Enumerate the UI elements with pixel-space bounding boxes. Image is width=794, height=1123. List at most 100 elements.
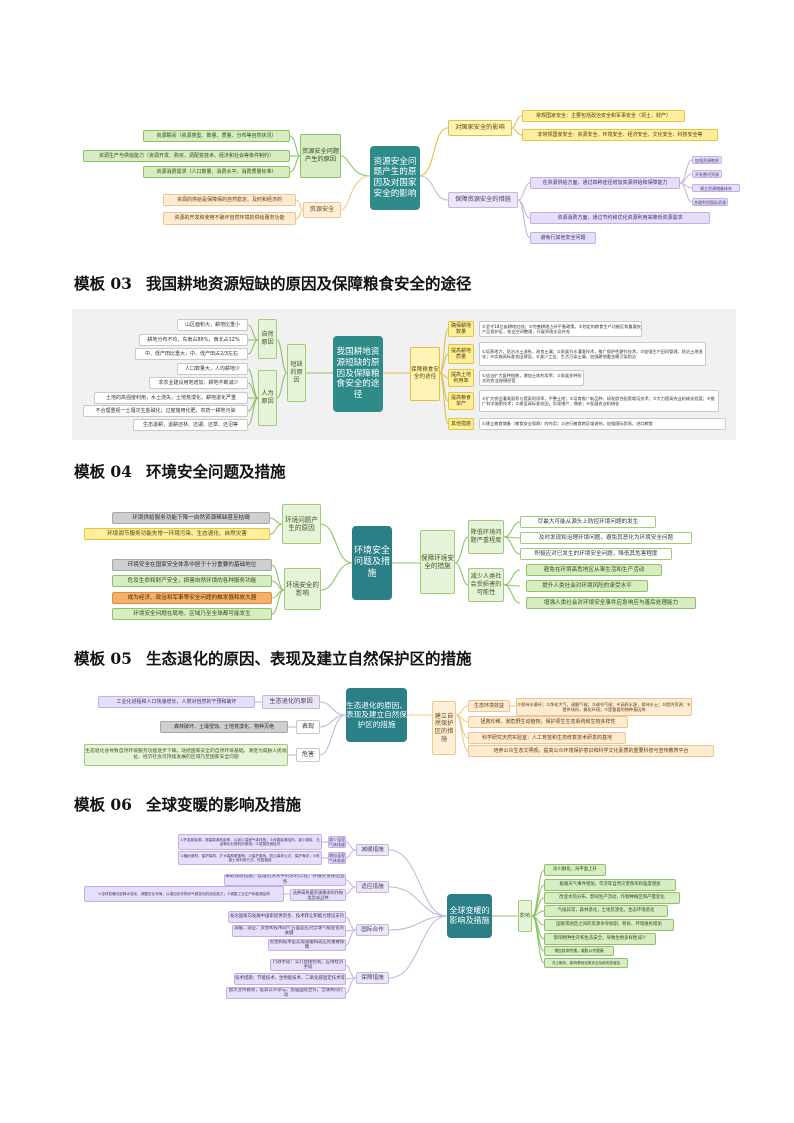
t06-impact-item: 极端天气事件增加，旱涝等自然灾害频率和强度增加: [544, 879, 676, 891]
t05-center: 生态退化的原因、表现及建立自然保护区的措施: [346, 688, 407, 742]
t03-natural-item: 山区面积大，耕地比重小: [177, 319, 248, 331]
t04-measure-item: 及时发现和治理环境问题，避免其恶化为环境安全问题: [520, 532, 692, 544]
section-heading: 模板 06 全球变暖的影响及措施: [74, 793, 301, 815]
t06-impact-label: 影响: [518, 900, 532, 932]
t03-measure-detail: ①坚守18亿亩耕地红线；②完善耕地占补平衡政策。③划定的粮食生产功能区和重要农产…: [479, 321, 642, 337]
t03-center: 我国耕地资源短缺的原因及保障粮食安全的途径: [333, 336, 383, 412]
map02-impact-item: 常规国家安全：主要包括政治安全和军事安全（领土、财产）: [522, 110, 685, 122]
t04-cause-label: 环境问题产生的原因: [282, 504, 321, 544]
t06-sub-label: 加大宣传教育，提高公众参与，加强国际合作，全球共同行动: [226, 987, 346, 999]
t04-impact-item: 环境安全在国家安全体系中居于十分重要的基础地位: [112, 559, 272, 571]
t06-sub-label: 采取预防措施，建设抗洪水平的水利工程，开展灾害保险业务: [224, 874, 346, 886]
t04-cause-item: 环境供给服务功能下降一自然资源稀缺甚至枯竭: [112, 512, 270, 524]
map02-impact-label: 对国家安全的影响: [448, 120, 512, 136]
section-title: 生态退化的原因、表现及建立自然保护区的措施: [145, 649, 472, 668]
t03-measure-label: 提高耕地质量: [448, 344, 474, 364]
t06-sub-label: 发达国家向发展中国家提供资金、技术转让和能力建设支持: [228, 911, 346, 923]
t05-cause-item: 工业化进程和人口快速增长，人类对自然的干预和破坏: [98, 696, 255, 708]
map02-measures-sub: 合理利用国际资源: [692, 198, 728, 206]
t04-impact-item: 成为经济、政治和军事等安全问题的触发器和放大器: [112, 592, 272, 604]
map02-security-item: 资源的供给是保障保的自然稳定、及时和经济的: [163, 194, 296, 206]
t03-human-item: 人口数量大，人均耕地少: [177, 363, 248, 375]
t03-human-item: 土地的高强度利用，水土流失，土地荒漠化，耕地退化严重: [94, 392, 248, 404]
t04-measure-group: 减少人类社会受损害的可能性: [468, 568, 504, 602]
map02-measures-sub: 加强资源勘探: [692, 156, 722, 164]
t03-right-branch: 保障粮食安全的途径: [410, 347, 440, 401]
map02-cause-label: 资源安全问题产生的原因: [300, 134, 341, 178]
t04-impact-item: 危及生命和财产安全，损害自然环境的各种服务功能: [112, 575, 272, 587]
t03-measure-detail: ①培养地力，防治水土流失，改良土壤；②发展节水灌溉技术，推广保护性耕作技术。③加…: [479, 342, 706, 366]
map02-measures-item: 在资源供给方面，通过四种途径增加资源供给和保障能力: [530, 177, 680, 189]
section-number: 模板 06: [74, 795, 132, 814]
t03-human-item: 非农业建设用地增加，耕地不断减少: [149, 377, 248, 389]
t06-sub-label: 增加温室气体吸收: [328, 852, 346, 864]
t03-natural-label: 自然原因: [258, 319, 277, 359]
t06-sub-label: 减缓、适应、资金和技术四个方面是应对全球气候变化的关键: [232, 925, 346, 937]
t03-measure-detail: ①适当扩大复种指数，增加土地利用率；②发展多种形式的农业规模经营: [479, 370, 584, 386]
t04-center: 环境安全问题及措施: [352, 526, 392, 600]
t06-sub-label: 选种高热量资源需求的作物类型或品种: [290, 889, 346, 901]
map02-measures-sub: 开发替代资源: [692, 170, 722, 178]
t06-sub-label: 技术措施：节能技术、生物能技术、二氧化碳固定技术等: [234, 973, 346, 985]
map02-impact-item: 非常规国家安全：资源安全、环境安全、经济安全、文化安全、科技安全等: [522, 129, 718, 141]
t03-natural-item: 耕地分布不均，东南占88%，西北占12%: [139, 334, 248, 346]
t06-impact-item: 气候异常，森林退化，土地荒漠化，生态环境恶化: [544, 905, 668, 917]
t06-impact-item: 影响物种生存和生态安全，导致生物多样性减少: [544, 933, 656, 945]
t04-measure-item: 尽最大可能从源头上防控环境问题的发生: [520, 516, 656, 528]
t05-measure-item: 拯救珍稀、濒危野生动植物，保护原生生态系统和生物多样性: [468, 716, 628, 728]
t05-expr-label: 表现: [296, 720, 320, 734]
t04-measure-group: 降低环境问题严重程度: [468, 520, 504, 554]
section-title: 全球变暖的影响及措施: [145, 795, 301, 814]
t03-human-item: 生态退耕，退耕还林、还湖、还草、还沼等: [133, 419, 248, 431]
section-number: 模板 03: [74, 274, 132, 293]
t03-measure-detail: ①建立粮食储备（粮食安全保障）的作用；②进行粮食跨区域调剂，加强国际贸易，进口粮…: [479, 418, 726, 430]
t03-measure-label: 确保耕地数量: [448, 321, 474, 337]
t06-group-label: 减缓措施: [356, 844, 389, 856]
t03-measure-label: 提高粮食单产: [448, 392, 474, 410]
t06-impact-item: 增加疾病传播，威胁公共健康: [544, 946, 614, 956]
t05-measure-item: 科学研究天然实验室：人工育苗和生态修复技术研发的基地: [468, 732, 626, 744]
map02-measures-sub: 建立资源储备体系: [692, 184, 740, 192]
map02-cause-item: 资源生产与供给能力（资源开发、购买、调配变技术、经济和社会等条件制约）: [83, 150, 290, 162]
map02-measures-item: 避免行其他安全问题: [530, 232, 596, 244]
t06-sub-label: 行政手段：实行直接控制，应用经济手段: [270, 959, 346, 971]
t04-measures-label: 保障环境安全的措施: [420, 530, 455, 594]
t03-measure-label: 其他措施: [448, 418, 474, 430]
map02-security-item: 资源的开发和使用不破坏自然环境的供给服务功能: [163, 212, 296, 225]
t04-measure-item: 积极应对已发生的环境安全问题，降低其危害程度: [520, 548, 672, 560]
map02-center: 资源安全问题产生的原因及对国家安全的影响: [370, 146, 420, 210]
t06-impact-item: 冻土融化，影响基础设施安全及碳排放增加: [544, 958, 628, 968]
section-title: 环境安全问题及措施: [145, 462, 286, 481]
t05-measure-item: 培养公众生态文明观，提高公众环境保护意识和科学文化素质的重要科普与宣传教育平台: [468, 745, 714, 757]
t03-measure-label: 提高土地利用率: [448, 369, 474, 387]
t03-natural-item: 中、低产田比重大，中、低产田占2/3左右: [135, 348, 248, 360]
t03-left-branch: 短缺的原因: [287, 344, 306, 402]
t06-impact-item: 冰川融化、海平面上升: [544, 864, 606, 876]
section-number: 模板 05: [74, 649, 132, 668]
t06-impact-item: 改变水热分布，影响生产活动，作物种植区和产量变化: [544, 892, 680, 904]
section-heading: 模板 05 生态退化的原因、表现及建立自然保护区的措施: [74, 647, 471, 669]
t05-function-label: 生态环境效益: [468, 700, 510, 712]
t06-group-label: 国际合作: [356, 924, 389, 936]
t06-impact-item: 国家或地区之间的资源争夺加剧，移民、环境难民增加: [544, 919, 674, 931]
t06-sub-detail: ①全球变暖引起降水变化，调整农业布局，以增加农作物对气候变化的适应能力；②调整工…: [84, 886, 284, 902]
t05-expr-item: 森林破坏、土壤侵蚀、土地荒漠化、物种灭绝: [160, 721, 288, 733]
section-heading: 模板 04 环境安全问题及措施: [74, 460, 285, 482]
section-number: 模板 04: [74, 462, 132, 481]
t04-cause-item: 环境调节服务功能失常一环境污染、生态退化、自然灾害: [84, 528, 270, 540]
t05-measures-label: 建立自然保护区的措施: [432, 701, 456, 755]
t06-sub-label: 资金和技术是实现减缓和适应的重要保障: [268, 939, 346, 951]
t06-group-label: 适应措施: [356, 881, 389, 893]
t05-cause-label: 生态退化的原因: [262, 695, 320, 709]
t04-impact-label: 环境安全的影响: [284, 568, 321, 610]
t04-measure-item: 提升人类社会对环境风险的承受水平: [526, 580, 648, 592]
t03-human-label: 人为原因: [258, 370, 277, 426]
t03-human-item: 不合理重视一土壤次生盐碱化；过度施用化肥，农药一耕地污染: [83, 405, 248, 417]
t04-measure-item: 避免在环境高危地区从事生活和生产活动: [526, 564, 662, 576]
map02-measures-item: 资源消费方面，通过节约和优化资源利用来降低资源需求: [530, 212, 710, 224]
t05-harm-item: 生态退化会导致自然环境服务功能逐步下降。动摇国家安全的自然环境基础，演变为威胁人…: [84, 744, 288, 766]
